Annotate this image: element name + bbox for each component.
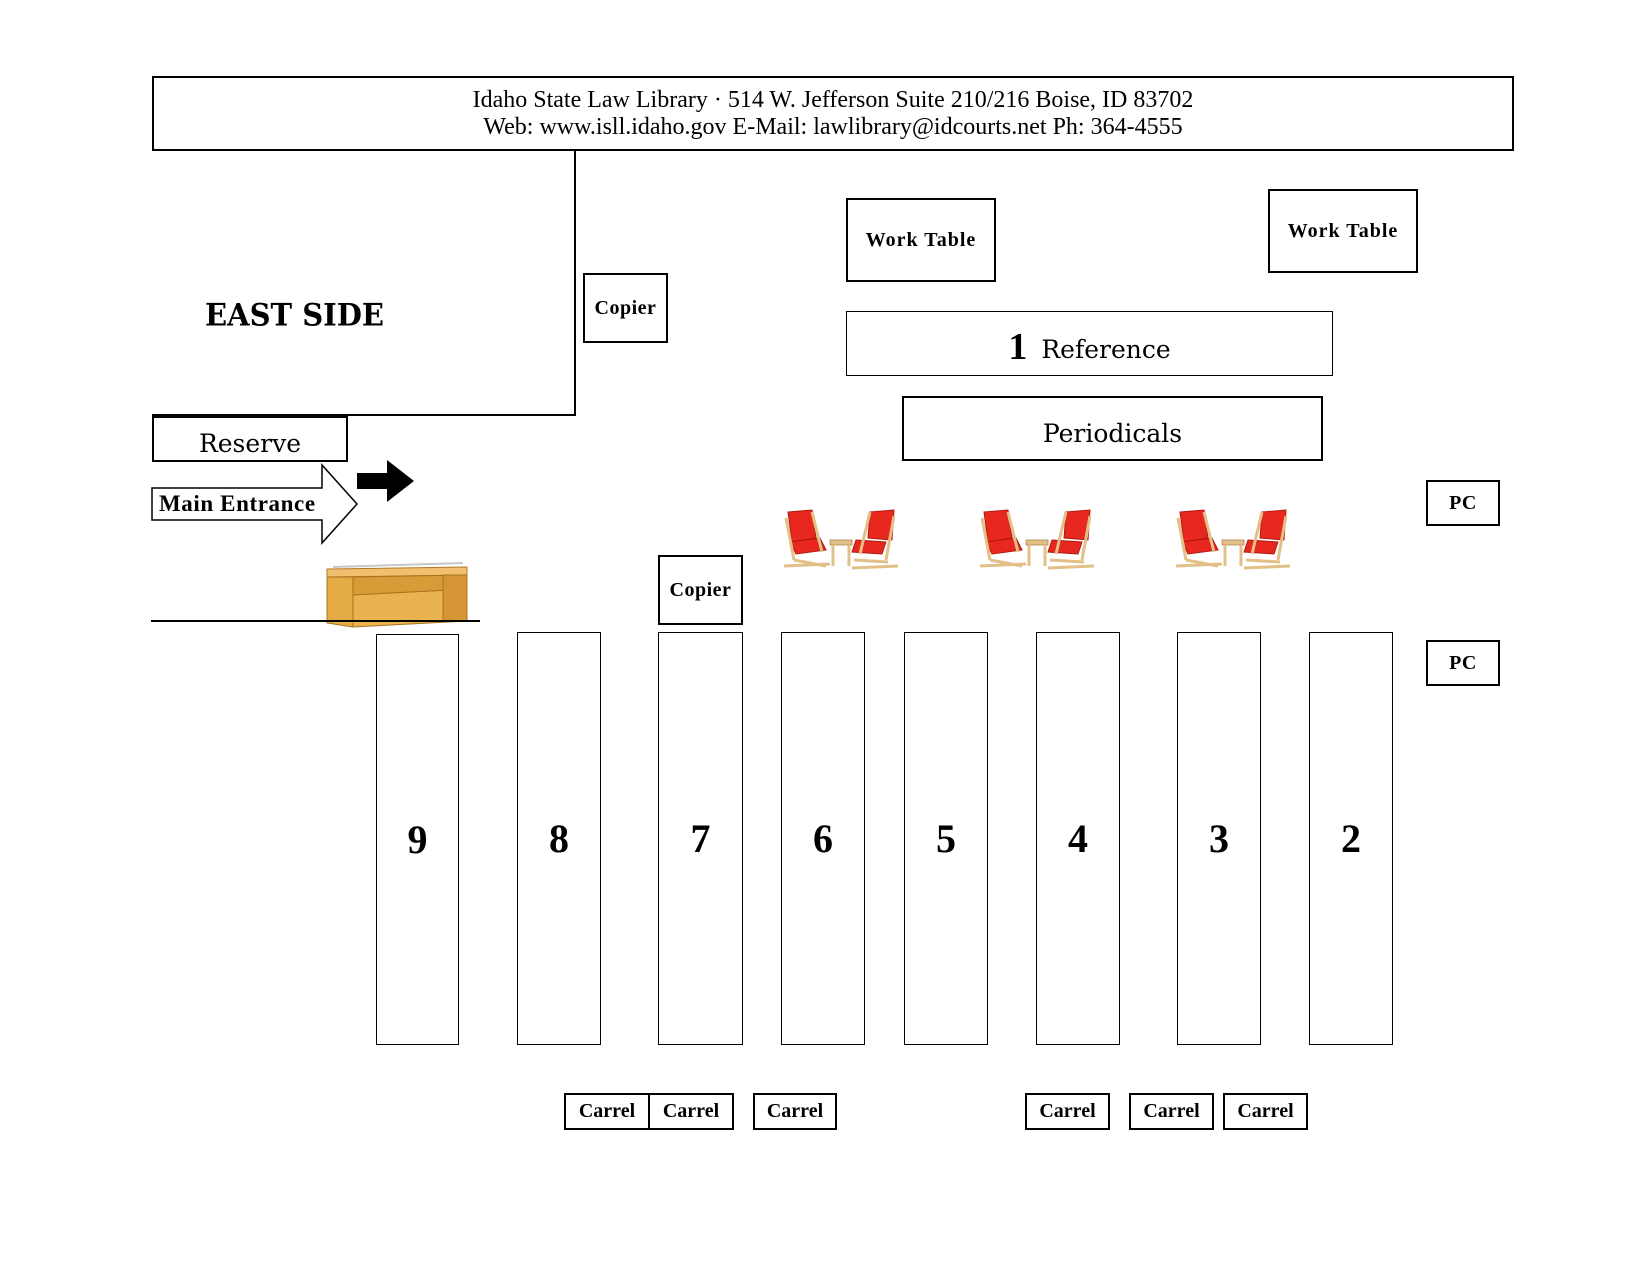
copier-middle: Copier <box>658 555 743 625</box>
pc-1-label: PC <box>1449 491 1477 514</box>
reference-shelf: 1 Reference <box>846 311 1333 376</box>
stack-6-number: 6 <box>813 816 833 861</box>
pc-2-label: PC <box>1449 651 1477 674</box>
stack-7-number: 7 <box>690 816 711 861</box>
direction-arrow-icon <box>357 460 414 502</box>
reference-number: 1 <box>1008 325 1028 368</box>
stack-7: 7 <box>658 632 743 1045</box>
copier-top-label: Copier <box>594 296 657 319</box>
reserve-label: Reserve <box>198 428 302 458</box>
carrel-2: Carrel <box>648 1093 734 1130</box>
stack-8: 8 <box>517 632 601 1045</box>
stack-3-number: 3 <box>1209 816 1229 861</box>
lounge-chairs-1-icon <box>783 509 899 570</box>
stack-2-number: 2 <box>1341 816 1361 861</box>
carrel-5-label: Carrel <box>1143 1100 1200 1122</box>
pc-station-2: PC <box>1426 640 1500 686</box>
east-side-wall-vertical <box>574 151 576 416</box>
stack-5: 5 <box>904 632 988 1045</box>
lounge-chairs-3-icon <box>1175 509 1291 570</box>
carrel-6-label: Carrel <box>1237 1100 1294 1122</box>
main-entrance-arrow-shape <box>151 463 359 545</box>
carrel-4: Carrel <box>1025 1093 1110 1130</box>
reference-label: Reference <box>1041 335 1171 364</box>
header-address: Idaho State Law Library · 514 W. Jeffers… <box>472 86 1194 113</box>
work-table-2: Work Table <box>1268 189 1418 273</box>
east-side-label: EAST SIDE <box>205 297 384 333</box>
carrel-1: Carrel <box>564 1093 650 1130</box>
copier-middle-label: Copier <box>669 578 732 601</box>
circulation-desk-icon <box>326 562 468 628</box>
carrel-2-label: Carrel <box>662 1100 720 1122</box>
work-table-1-label: Work Table <box>865 228 977 251</box>
library-header: Idaho State Law Library · 514 W. Jeffers… <box>152 76 1514 151</box>
work-table-1: Work Table <box>846 198 996 282</box>
copier-top: Copier <box>583 273 668 343</box>
carrel-5: Carrel <box>1129 1093 1214 1130</box>
work-table-2-label: Work Table <box>1287 219 1399 242</box>
stack-2: 2 <box>1309 632 1393 1045</box>
carrel-3: Carrel <box>753 1093 837 1130</box>
front-wall-line <box>151 620 480 622</box>
periodicals-shelf: Periodicals <box>902 396 1323 461</box>
stack-4: 4 <box>1036 632 1120 1045</box>
lounge-chairs-2-icon <box>979 509 1095 570</box>
periodicals-label: Periodicals <box>1042 419 1183 448</box>
reserve-area: Reserve <box>152 416 348 462</box>
stack-5-number: 5 <box>936 816 956 861</box>
carrel-3-label: Carrel <box>766 1100 824 1122</box>
header-contact: Web: www.isll.idaho.gov E-Mail: lawlibra… <box>483 113 1183 140</box>
stack-9: 9 <box>376 634 459 1045</box>
stack-8-number: 8 <box>549 816 569 861</box>
stack-3: 3 <box>1177 632 1261 1045</box>
stack-9-number: 9 <box>407 817 428 862</box>
carrel-4-label: Carrel <box>1039 1100 1096 1122</box>
main-entrance-label: Main Entrance <box>159 491 316 516</box>
stack-6: 6 <box>781 632 865 1045</box>
carrel-1-label: Carrel <box>578 1100 636 1122</box>
stack-4-number: 4 <box>1068 816 1088 861</box>
east-side-wall-horizontal <box>152 414 576 416</box>
pc-station-1: PC <box>1426 480 1500 526</box>
carrel-6: Carrel <box>1223 1093 1308 1130</box>
